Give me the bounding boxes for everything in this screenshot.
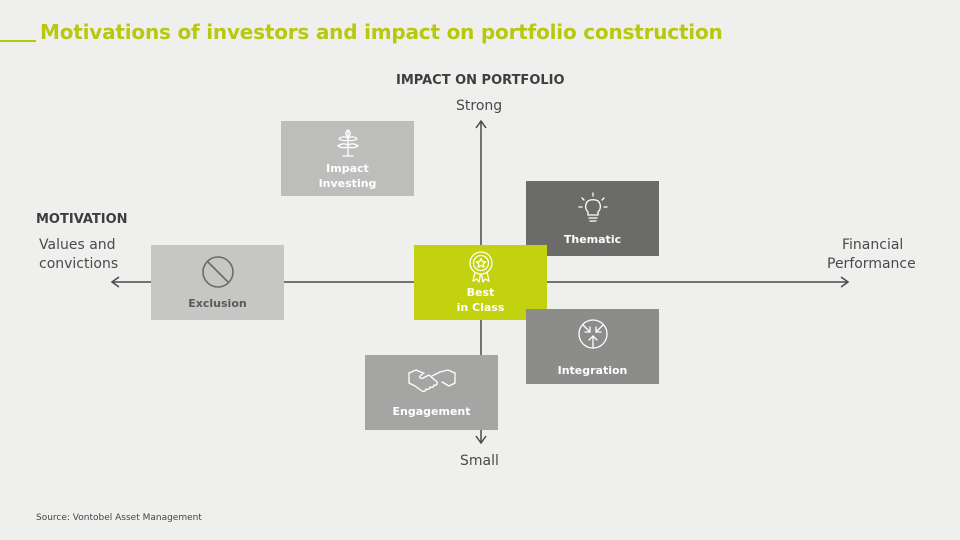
box-thematic-label: Thematic xyxy=(563,233,622,246)
axis-label-motivation: MOTIVATION xyxy=(36,212,128,227)
prohibited-icon xyxy=(201,256,234,288)
axis-label-small: Small xyxy=(460,453,499,469)
plant-icon xyxy=(336,129,359,157)
axis-label-financial-line2: Performance xyxy=(827,256,916,272)
axis-label-values-line1: Values and xyxy=(39,237,116,253)
box-best-in-class-line1: Best xyxy=(466,286,495,299)
box-integration: Integration xyxy=(526,309,659,384)
axis-label-impact: IMPACT ON PORTFOLIO xyxy=(396,73,565,88)
lightbulb-icon xyxy=(577,192,608,222)
box-thematic: Thematic xyxy=(526,181,659,256)
box-best-in-class-line2: in Class xyxy=(456,301,505,314)
axis-label-values-line2: convictions xyxy=(39,256,119,272)
box-integration-label: Integration xyxy=(557,364,628,377)
title-accent-line xyxy=(0,40,36,42)
handshake-icon xyxy=(407,369,456,393)
source-note: Source: Vontobel Asset Management xyxy=(36,513,202,523)
axis-label-strong: Strong xyxy=(456,98,503,114)
box-impact-investing: Impact Investing xyxy=(281,121,414,196)
box-impact-investing-line2: Investing xyxy=(318,177,377,190)
box-exclusion-label: Exclusion xyxy=(188,297,247,310)
arrow-left-icon xyxy=(110,276,120,288)
arrow-up-icon xyxy=(475,119,487,129)
box-best-in-class: Best in Class xyxy=(414,245,547,320)
page-title: Motivations of investors and impact on p… xyxy=(40,20,723,44)
converging-arrows-icon xyxy=(577,319,608,349)
axis-label-financial-line1: Financial xyxy=(842,237,904,253)
rosette-star-icon xyxy=(468,251,493,283)
box-engagement: Engagement xyxy=(365,355,498,430)
box-engagement-label: Engagement xyxy=(392,405,471,418)
arrow-right-icon xyxy=(840,276,850,288)
box-impact-investing-line1: Impact xyxy=(326,162,369,175)
arrow-down-icon xyxy=(475,435,487,445)
box-exclusion: Exclusion xyxy=(151,245,284,320)
